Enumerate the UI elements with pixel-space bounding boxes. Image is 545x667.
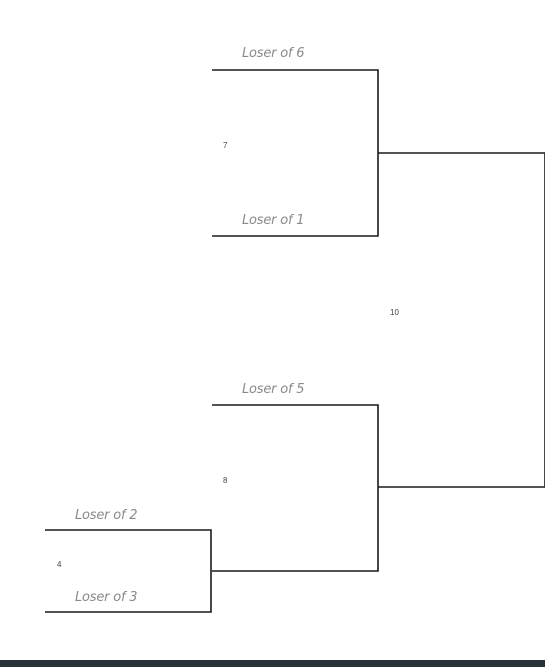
match-7-connector — [212, 69, 545, 237]
slot-label-loser-of-1: Loser of 1 — [242, 213, 305, 228]
match-number-10: 10 — [390, 308, 399, 317]
footer-bar — [0, 660, 545, 667]
match-number-7: 7 — [223, 141, 228, 150]
slot-label-loser-of-6: Loser of 6 — [242, 46, 305, 61]
slot-label-loser-of-2: Loser of 2 — [75, 508, 138, 523]
match-4-connector — [45, 529, 212, 613]
slot-label-loser-of-3: Loser of 3 — [75, 590, 138, 605]
match-number-4: 4 — [57, 560, 62, 569]
match-number-8: 8 — [223, 476, 228, 485]
match-8-connector — [212, 404, 545, 572]
slot-label-loser-of-5: Loser of 5 — [242, 382, 305, 397]
